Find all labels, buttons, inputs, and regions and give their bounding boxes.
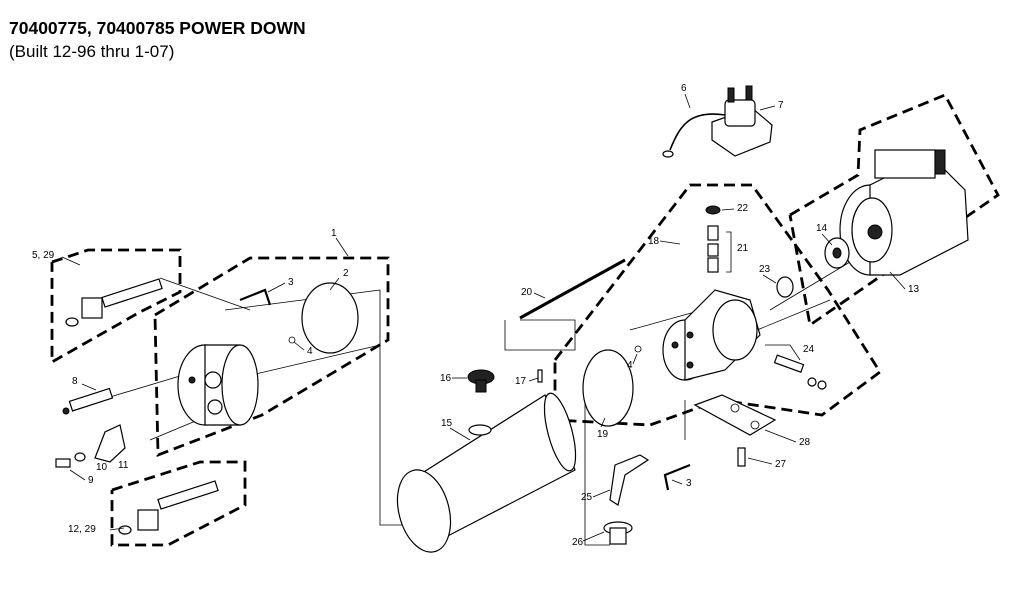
group-outline-5-29 [50,248,182,365]
bolt-part-9 [55,458,71,468]
solenoid-part-7 [711,85,773,157]
bracket-part-11 [94,424,126,463]
group-outline-1 [153,256,390,458]
callout-4b: 4 [627,360,633,371]
callout-19: 19 [597,429,609,440]
callout-28: 28 [799,437,811,448]
callout-13: 13 [908,284,920,295]
plug-part-26 [603,521,633,545]
callout-24: 24 [803,344,815,355]
callout-16: 16 [440,373,452,384]
fitting-part-25 [609,454,650,506]
callout-22: 22 [737,203,749,214]
bracket-part-28 [693,394,777,436]
cable-terminal [662,150,674,158]
callout-3b: 3 [686,478,692,489]
alignment-lines [99,249,871,546]
screw-part-17 [537,369,543,383]
group-outline-13 [788,93,1000,328]
callout-20: 20 [521,287,533,298]
oring-part-19 [582,349,634,427]
callout-10: 10 [96,462,108,473]
callout-27: 27 [775,459,787,470]
callout-15: 15 [441,418,453,429]
oring-part-2 [301,282,359,354]
leader-lines [61,93,906,542]
callout-9: 9 [88,475,94,486]
pump-head-part-18 [662,289,761,381]
callout-2: 2 [343,268,349,279]
relief-valve-part-24 [773,354,827,390]
callout-18: 18 [648,236,660,247]
rod-part-20 [519,258,626,320]
callout-26: 26 [572,537,584,548]
callout-5-29: 5, 29 [32,250,55,261]
washer-part-4a [288,336,296,344]
cap-part-22 [705,205,721,215]
callout-7: 7 [778,100,784,111]
valve-part-12 [118,480,219,535]
callout-17: 17 [515,376,527,387]
callout-8: 8 [72,376,78,387]
tube-part-3a [239,288,272,306]
tube-part-3b [663,463,691,491]
valve-part-5 [65,278,163,327]
washer-part-10 [74,452,86,462]
valve-part-8 [62,387,114,415]
callout-21: 21 [737,243,749,254]
callout-25: 25 [581,492,593,503]
coupling-part-23 [776,276,794,298]
callout-4a: 4 [307,346,313,357]
group-outline-12-29 [110,460,247,547]
callout-11: 11 [118,460,129,471]
callout-14: 14 [816,223,828,234]
tank-part-15 [396,392,577,553]
breather-cap-part-16 [467,369,495,393]
washer-part-4b [634,345,642,353]
callout-23: 23 [759,264,771,275]
motor-part-13 [839,149,969,276]
bearing-part-14 [824,237,850,269]
callout-12-29: 12, 29 [68,524,96,535]
bolt-part-27 [737,447,746,467]
diagram-title: 70400775, 70400785 POWER DOWN [9,18,306,38]
valve-stack-part-21 [707,225,719,273]
diagram-subtitle: (Built 12-96 thru 1-07) [9,42,175,61]
callout-3a: 3 [288,277,294,288]
cable-part-6 [669,113,726,151]
callout-6: 6 [681,83,687,94]
callout-1: 1 [331,228,337,239]
end-plate-part-1 [177,344,259,426]
